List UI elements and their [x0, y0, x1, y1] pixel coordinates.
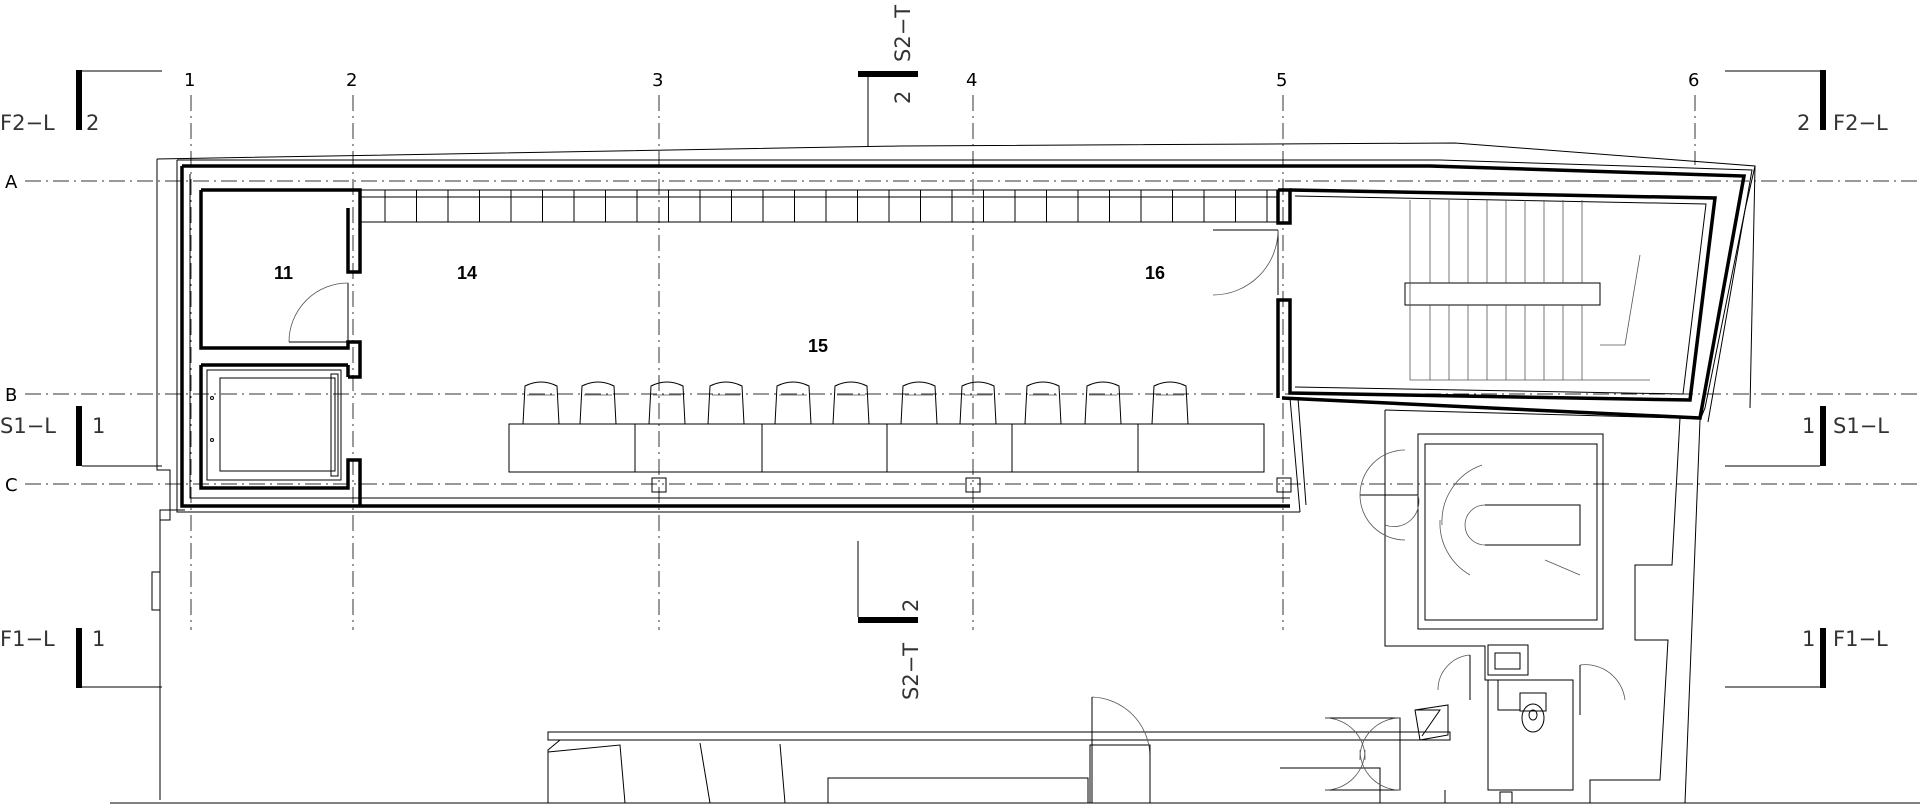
- s1-left-marker: [76, 406, 82, 466]
- f1-right-label: F1−L: [1833, 627, 1888, 651]
- chairs: [522, 381, 1189, 425]
- elevator: [206, 369, 342, 481]
- grid-col-3: 3: [652, 70, 663, 91]
- walls: [176, 159, 1753, 513]
- structural-columns: [651, 477, 1292, 493]
- room-16-label: 16: [1145, 263, 1165, 283]
- chair: [900, 381, 938, 425]
- room-11-label: 11: [274, 263, 293, 283]
- grid-row-a: A: [5, 172, 18, 193]
- grid-col-6: 6: [1688, 70, 1699, 91]
- stair-treads: [1429, 200, 1583, 380]
- chair: [959, 381, 997, 425]
- chair: [774, 381, 812, 425]
- room-15-label: 15: [808, 336, 828, 356]
- s2-bottom-label: S2−T: [899, 643, 923, 700]
- grid-row-b: B: [5, 385, 17, 406]
- chair: [648, 381, 686, 425]
- chair: [1084, 381, 1122, 425]
- f2-right-marker: [1820, 70, 1826, 130]
- chair: [707, 381, 745, 425]
- f1-left-label: F1−L: [0, 627, 55, 651]
- s1-left-label: S1−L: [0, 414, 56, 438]
- grid-col-2: 2: [346, 70, 357, 91]
- f1-right-num: 1: [1802, 627, 1815, 651]
- window-strip: [359, 189, 1279, 223]
- building-outline: [110, 71, 1920, 804]
- f2-left-label: F2−L: [0, 111, 55, 135]
- chair: [579, 381, 617, 425]
- chair: [1151, 381, 1189, 425]
- grid-labels: 1 2 3 4 5 6 A B C: [5, 70, 1699, 496]
- s2-top-num: 2: [891, 91, 915, 104]
- grid-col-4: 4: [966, 70, 977, 91]
- section-markers: F2−L 2 2 F2−L S1−L 1 1 S1−L F1−L 1 1 F1−…: [0, 5, 1889, 700]
- east-glazing: [1289, 397, 1307, 513]
- f1-right-marker: [1820, 628, 1826, 688]
- room-labels: 11 14 15 16: [274, 263, 1165, 356]
- s2-top-marker: [858, 71, 918, 77]
- s1-left-num: 1: [92, 414, 105, 438]
- s1-right-marker: [1820, 406, 1826, 466]
- room-16-door: [1212, 229, 1279, 296]
- seating: [508, 423, 1265, 473]
- f2-left-marker: [76, 70, 82, 130]
- chair: [832, 381, 870, 425]
- grid-col-1: 1: [184, 70, 195, 91]
- window-mullions: [384, 190, 1268, 222]
- room-11-door: [288, 282, 349, 343]
- f2-right-num: 2: [1797, 111, 1810, 135]
- s2-bottom-num: 2: [899, 599, 923, 612]
- chair: [522, 381, 560, 425]
- f1-left-marker: [76, 628, 82, 688]
- lower-right-building: [1359, 409, 1681, 803]
- grid-col-5: 5: [1276, 70, 1287, 91]
- f2-right-label: F2−L: [1833, 111, 1888, 135]
- room-14-label: 14: [457, 263, 477, 283]
- s2-top-label: S2−T: [891, 5, 915, 62]
- s1-right-label: S1−L: [1833, 414, 1889, 438]
- grid-axes: [25, 95, 1920, 630]
- grid-row-c: C: [5, 475, 18, 496]
- s2-bottom-marker: [858, 617, 918, 623]
- lower-structure: [547, 696, 1513, 804]
- f1-left-num: 1: [92, 627, 105, 651]
- s1-right-num: 1: [1802, 414, 1815, 438]
- chair: [1024, 381, 1062, 425]
- f2-left-num: 2: [86, 111, 99, 135]
- staircase-upper: [1404, 200, 1650, 381]
